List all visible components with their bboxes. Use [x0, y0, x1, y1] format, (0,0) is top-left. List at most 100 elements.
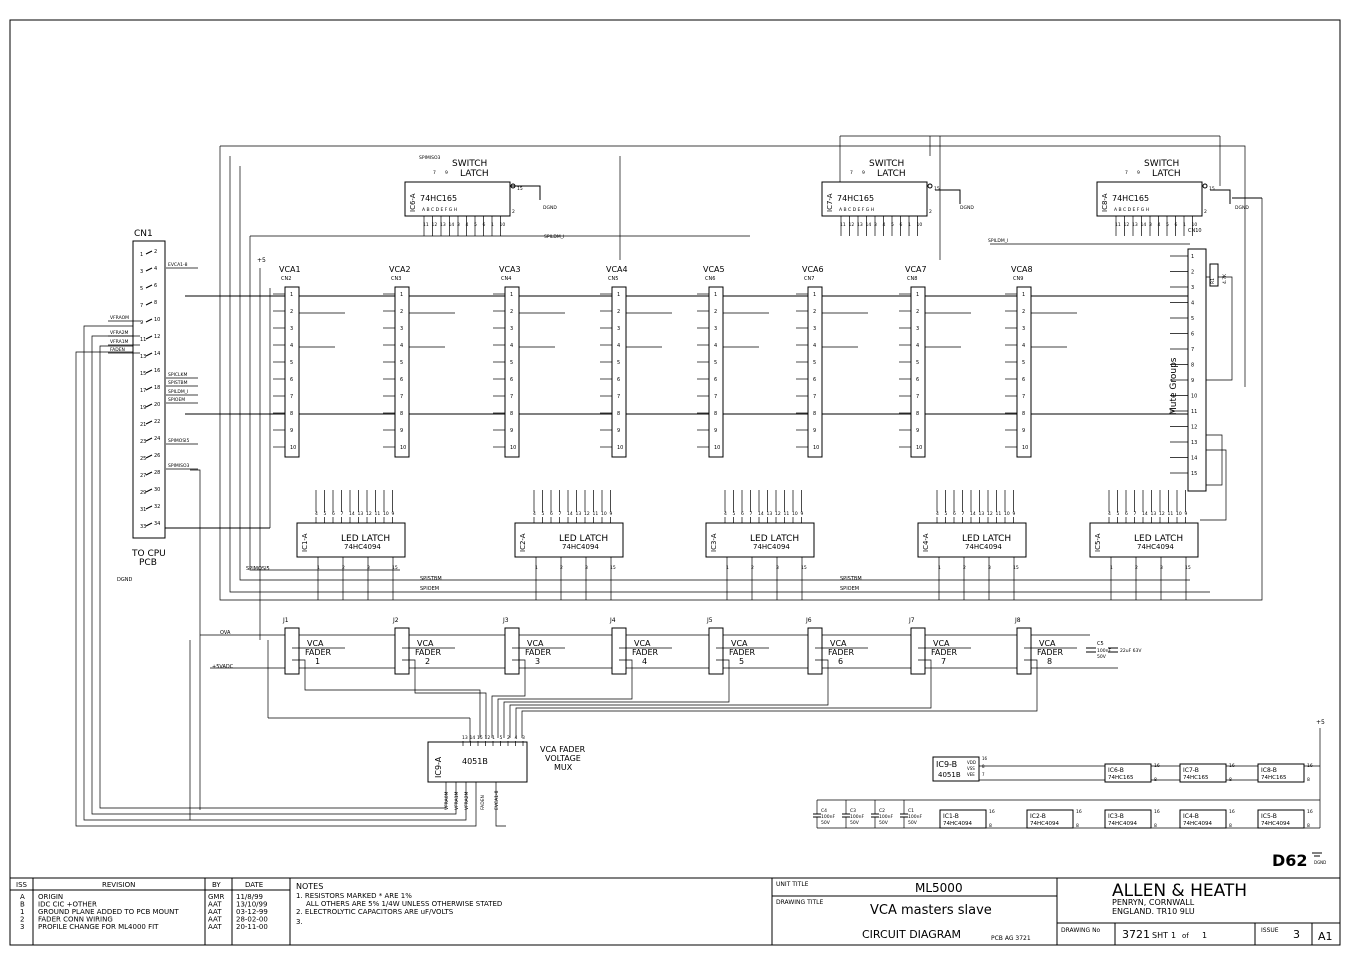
fader-label-3: 4 [642, 657, 647, 666]
vca-connector-pin: 5 [714, 360, 717, 366]
dgnd-symbol: DGND [1312, 852, 1326, 865]
vca-connector-pin: 9 [1022, 428, 1025, 434]
vca-connector-pin: 5 [813, 360, 816, 366]
fader-label-1: VCA [933, 639, 950, 648]
sheet-size: A1 [1318, 930, 1333, 943]
bus-plus5vadc: +5VADC [212, 664, 234, 670]
vca-connector-pin: 8 [813, 411, 816, 417]
address-1: PENRYN, CORNWALL [1112, 898, 1195, 907]
mux-pin-top: 4 [515, 735, 518, 741]
power-ic-ref: IC7-B [1183, 767, 1199, 774]
cap-value: 100nF [821, 814, 835, 820]
vca-connector-pin: 4 [1022, 343, 1025, 349]
vca-connector-pin: 3 [510, 326, 513, 332]
switch-latch-pin: 13 [440, 222, 446, 228]
vca-connector-pin: 7 [1022, 394, 1025, 400]
revision-iss: B [20, 901, 25, 909]
cap-value: 100nF [908, 814, 922, 820]
vca-connector-pin: 2 [400, 309, 403, 315]
vca-connector-pin: 1 [916, 292, 919, 298]
mute-pin: 4 [1191, 301, 1194, 307]
vca-connector-pin: 7 [510, 394, 513, 400]
fader-label-2: FADER [415, 648, 442, 657]
bus-ova: OVA [220, 630, 231, 636]
led-latch-pin-top: 14 [349, 511, 355, 517]
led-latch-ref: IC1-A [301, 533, 309, 552]
cn1-signal-label: VFRA1M [110, 339, 129, 345]
net-spimiso3: SPIMISO3 [419, 155, 441, 161]
note-3: 3. [296, 918, 303, 926]
power-ic-part: 74HC165 [1261, 775, 1287, 781]
date-header: DATE [245, 881, 263, 889]
led-latch-pin-top: 9 [392, 511, 395, 517]
vca-connector-pin: 6 [400, 377, 403, 383]
power-ic-pin16: 16 [1229, 763, 1235, 769]
led-latch-pin-bottom: 15 [1013, 565, 1019, 571]
vca-connector-pin: 7 [916, 394, 919, 400]
mute-ref: CN10 [1188, 228, 1202, 234]
power-ic-pin8: 8 [1154, 777, 1157, 783]
note-2: 2. ELECTROLYTIC CAPACITORS ARE uF/VOLTS [296, 908, 454, 916]
mux-pin-top: 14 [470, 735, 476, 741]
revision-iss: 1 [20, 908, 24, 916]
mute-pin: 7 [1191, 347, 1194, 353]
revision-by: GMR [208, 893, 224, 901]
vca-connector-pin: 10 [510, 445, 516, 451]
led-latch-part: 74HC4094 [753, 543, 790, 551]
switch-latch-pin: 6 [900, 222, 903, 228]
cap-voltage: 50V [850, 820, 860, 826]
revision-header: REVISION [102, 881, 135, 889]
switch-latch-pin: 10 [917, 222, 923, 228]
switch-latch-pin-9: 9 [1137, 170, 1140, 176]
led-latch-title: LED LATCH [750, 534, 799, 544]
fader-label-2: FADER [828, 648, 855, 657]
vca-connector-pin: 4 [400, 343, 403, 349]
led-latch-pin-top: 12 [1159, 511, 1165, 517]
cn1-signal-label: SPICLKM [168, 372, 187, 378]
vca-connector-pin: 6 [1022, 377, 1025, 383]
cn1-pin-left: 17 [140, 388, 146, 394]
power-ic-pin8: 8 [1307, 777, 1310, 783]
power-ic-part: 74HC165 [1183, 775, 1209, 781]
vca-connector-pin: 4 [617, 343, 620, 349]
cn1-pin-right: 14 [154, 351, 160, 357]
vca-connector-pin: 9 [510, 428, 513, 434]
cap-ref: C4 [821, 808, 827, 814]
vca-connector-label: VCA4 [606, 265, 628, 274]
led-latch-pin-top: 13 [576, 511, 582, 517]
power-ic-pin16: 16 [1307, 763, 1313, 769]
drawing-title: VCA masters slave [870, 903, 992, 918]
switch-latch-pin-7: 7 [850, 170, 853, 176]
switch-latch-ref: IC7-A [826, 193, 834, 212]
led-latch-pin-bottom: 1 [938, 565, 941, 571]
switch-latch-pin-15: 15 [517, 186, 523, 192]
led-latch-pin-top: 10 [1176, 511, 1182, 517]
switch-latch-pin: 12 [432, 222, 438, 228]
vca-connector-pin: 6 [617, 377, 620, 383]
switch-latch-pin: 10 [1192, 222, 1198, 228]
switch-latch-bits: A B C D E F G H [422, 207, 457, 213]
vca-connector-pin: 2 [714, 309, 717, 315]
vca-connector-pin: 5 [916, 360, 919, 366]
led-latch-pin-top: 7 [750, 511, 753, 517]
power-ic-pin8: 8 [989, 823, 992, 829]
vca-connector-label: VCA3 [499, 265, 521, 274]
switch-latch-pin: 6 [483, 222, 486, 228]
drawing-title-label: DRAWING TITLE [776, 899, 824, 906]
unit-title: ML5000 [915, 881, 963, 895]
switch-latch-pin: 6 [1175, 222, 1178, 228]
fader-cap-c5: C5 100nF 50V 22uF 63V [1086, 641, 1142, 660]
power-supply: +5 [1316, 719, 1325, 726]
led-latch-pin-top: 4 [1108, 511, 1111, 517]
vca-connector-pin: 10 [290, 445, 296, 451]
vca-connector-pin: 1 [1022, 292, 1025, 298]
cn1-pin-left: 29 [140, 490, 146, 496]
